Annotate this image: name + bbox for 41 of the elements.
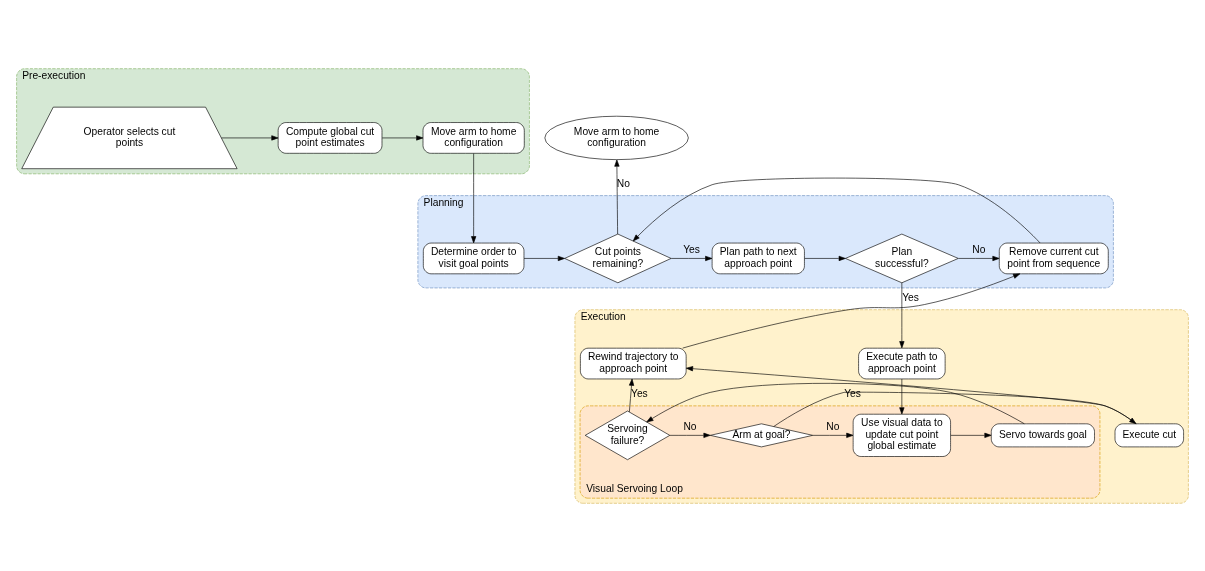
node-box: Remove current cut point from sequence [998, 242, 1109, 274]
arrow [899, 282, 905, 348]
node-box: Execute cut [1114, 423, 1184, 447]
arrow [899, 378, 905, 414]
edge-label: No [616, 177, 630, 189]
arrow [812, 432, 854, 438]
arrow [614, 159, 620, 234]
edge-label: No [972, 243, 986, 255]
node-box: Determine order to visit goal points [423, 242, 525, 274]
arrow [958, 255, 1000, 261]
arrow [632, 177, 1041, 243]
node-box: Use visual data to update cut point global estimate [852, 413, 951, 457]
edge-label: Yes [630, 387, 648, 399]
arrow [682, 273, 1021, 348]
node-box: Rewind trajectory to approach point [580, 347, 687, 379]
arrow [646, 382, 1025, 424]
arrow [670, 255, 713, 261]
node-ellipse: Move arm to home configuration [544, 115, 689, 160]
edge-label: No [683, 420, 697, 432]
node-box: Servo towards goal [990, 423, 1095, 447]
node-diamond: Servoing failure? [584, 410, 671, 460]
arrow [471, 152, 477, 243]
arrow [804, 255, 846, 261]
arrow [628, 378, 635, 412]
node-diamond: Plan successful? [845, 233, 959, 283]
arrow [221, 134, 279, 140]
arrow [523, 255, 565, 261]
arrow [950, 432, 992, 438]
edge-label: Yes [902, 291, 919, 303]
arrow [686, 365, 1137, 424]
node-box: Compute global cut point estimates [277, 121, 383, 154]
arrow [381, 134, 424, 140]
arrow [669, 432, 711, 438]
node-diamond: Arm at goal? [709, 423, 813, 447]
node-box: Plan path to next approach point [711, 242, 805, 274]
edge-label: Yes [844, 387, 861, 399]
edge-label: No [826, 420, 840, 432]
arrow [773, 391, 1137, 427]
node-box: Execute path to approach point [858, 347, 946, 379]
edge-label: Yes [683, 243, 700, 255]
node-box: Move arm to home configuration [422, 121, 525, 154]
